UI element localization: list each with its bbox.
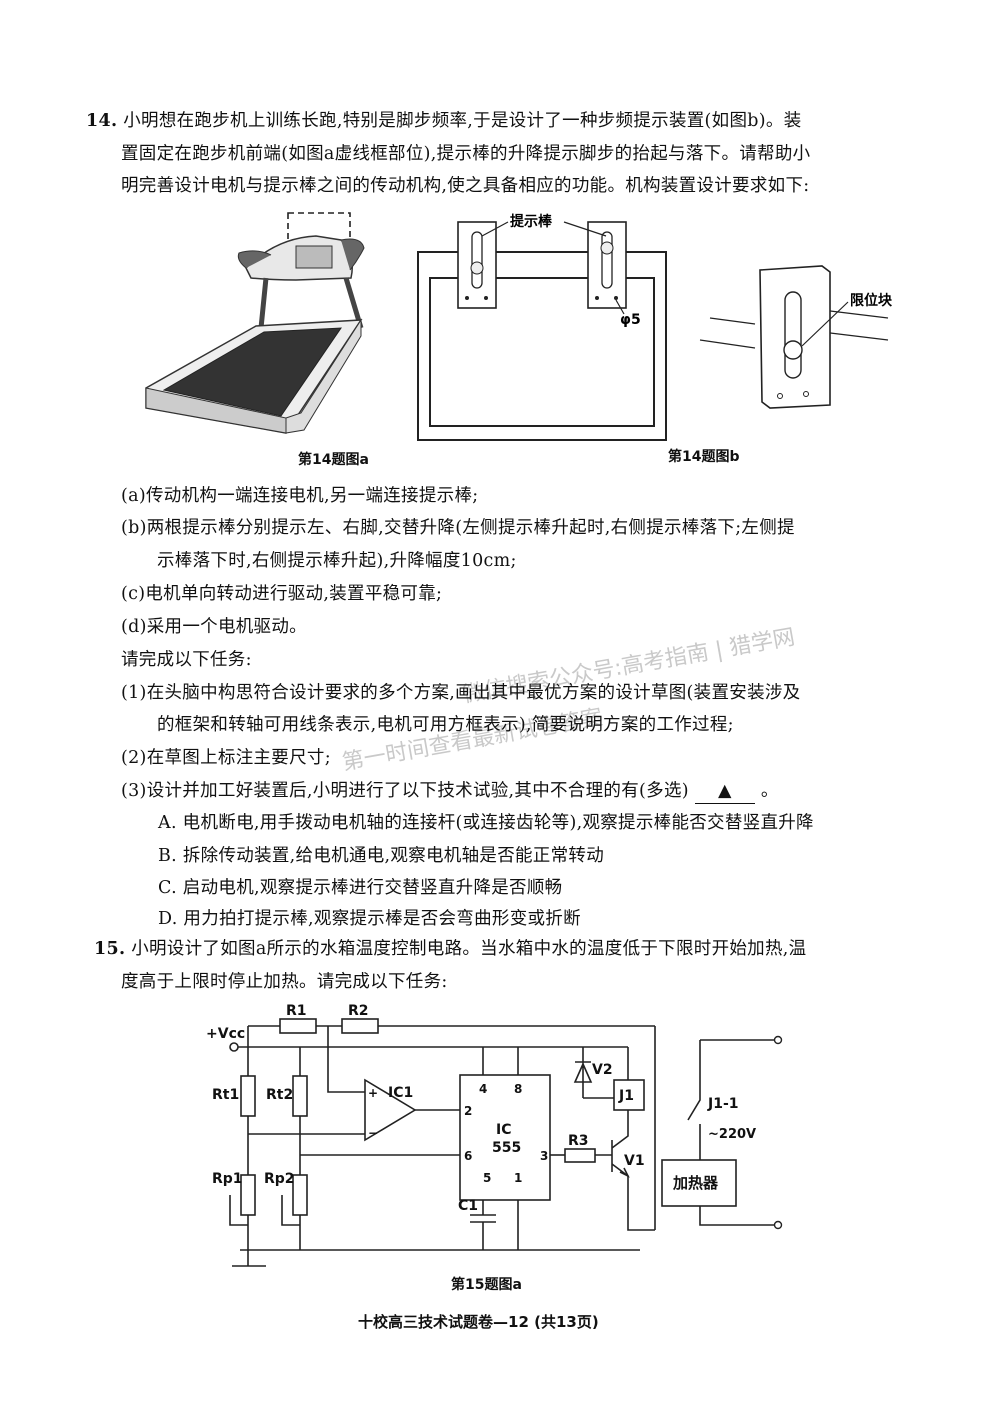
req-b-2: 示棒落下时,右侧提示棒升起),升降幅度10cm; xyxy=(157,551,517,571)
fig14b-caption: 第14题图b xyxy=(668,449,740,465)
pin-4: 4 xyxy=(479,1082,487,1096)
task-3-end: 。 xyxy=(760,781,779,801)
req-c: (c)电机单向转动进行驱动,装置平稳可靠; xyxy=(121,584,443,604)
task-2: (2)在草图上标注主要尺寸; xyxy=(121,748,331,768)
label-phi5: φ5 xyxy=(620,312,641,328)
q14-intro-line-1: 14. 小明想在跑步机上训练长跑,特别是脚步频率,于是设计了一种步频提示装置(如… xyxy=(86,109,802,133)
label-rp2: Rp2 xyxy=(264,1171,295,1187)
label-ic1: IC1 xyxy=(388,1085,413,1101)
label-rp1: Rp1 xyxy=(212,1171,243,1187)
label-j1: J1 xyxy=(618,1088,634,1104)
step-prompt-device-figure: 提示棒 φ5 限位块 xyxy=(417,213,893,441)
page-footer: 十校高三技术试题卷—12 (共13页) xyxy=(358,1313,599,1331)
q14-intro-text-1: 小明想在跑步机上训练长跑,特别是脚步频率,于是设计了一种步频提示装置(如图b)。… xyxy=(123,111,802,131)
label-plus: + xyxy=(368,1086,378,1100)
q15-intro-line-1: 15. 小明设计了如图a所示的水箱温度控制电路。当水箱中水的温度低于下限时开始加… xyxy=(94,937,806,961)
watermark-2: 第一时间查看最新试卷答案 xyxy=(340,705,605,776)
pin-5: 5 xyxy=(483,1171,491,1185)
label-minus: − xyxy=(368,1126,378,1140)
label-r2: R2 xyxy=(348,1003,369,1019)
label-j1-1: J1-1 xyxy=(707,1096,739,1112)
label-heater: 加热器 xyxy=(672,1174,719,1192)
q14-intro-line-2: 置固定在跑步机前端(如图a虚线框部位),提示棒的升降提示脚步的抬起与落下。请帮助… xyxy=(121,144,811,164)
label-ic: IC xyxy=(496,1122,511,1138)
label-stop-block: 限位块 xyxy=(850,292,893,309)
treadmill-figure xyxy=(145,212,365,434)
temperature-control-circuit: +Vcc R1 R2 Rt1 Rt2 Rp1 Rp2 IC1 + − IC 55… xyxy=(206,1003,783,1267)
option-a: A. 电机断电,用手拨动电机轴的连接杆(或连接齿轮等),观察提示棒能否交替竖直升… xyxy=(158,813,814,833)
label-c1: C1 xyxy=(458,1198,478,1214)
task-1-line-2: 的框架和转轴可用线条表示,电机可用方框表示),简要说明方案的工作过程; xyxy=(157,715,734,735)
option-b: B. 拆除传动装置,给电机通电,观察电机轴是否能正常转动 xyxy=(158,846,605,866)
q14-number: 14. xyxy=(86,111,118,131)
fig15a-caption: 第15题图a xyxy=(451,1277,522,1293)
q15-number: 15. xyxy=(94,939,126,959)
q14-intro-line-3: 明完善设计电机与提示棒之间的传动机构,使之具备相应的功能。机构装置设计要求如下: xyxy=(121,176,810,196)
pin-1: 1 xyxy=(514,1171,522,1185)
q15-intro-line-2: 度高于上限时停止加热。请完成以下任务: xyxy=(121,972,448,992)
pin-3: 3 xyxy=(540,1149,548,1163)
task-3-text: (3)设计并加工好装置后,小明进行了以下技术试验,其中不合理的有(多选) xyxy=(121,781,689,801)
q15-intro-text-1: 小明设计了如图a所示的水箱温度控制电路。当水箱中水的温度低于下限时开始加热,温 xyxy=(131,939,807,959)
label-v1: V1 xyxy=(624,1153,645,1169)
task-1-line-1: (1)在头脑中构思符合设计要求的多个方案,画出其中最优方案的设计草图(装置安装涉… xyxy=(121,683,801,703)
label-r1: R1 xyxy=(286,1003,307,1019)
option-c: C. 启动电机,观察提示棒进行交替竖直升降是否顺畅 xyxy=(158,878,563,898)
option-d: D. 用力拍打提示棒,观察提示棒是否会弯曲形变或折断 xyxy=(158,909,581,929)
fig14a-caption: 第14题图a xyxy=(298,452,369,468)
label-v2: V2 xyxy=(592,1062,613,1078)
label-555: 555 xyxy=(492,1140,521,1156)
label-ac-220v: ~220V xyxy=(708,1127,756,1142)
req-d: (d)采用一个电机驱动。 xyxy=(121,617,307,637)
req-b-1: (b)两根提示棒分别提示左、右脚,交替升降(左侧提示棒升起时,右侧提示棒落下;左… xyxy=(121,518,795,538)
label-r3: R3 xyxy=(568,1133,589,1149)
label-vcc: +Vcc xyxy=(206,1026,245,1042)
label-rt2: Rt2 xyxy=(266,1087,293,1103)
pin-8: 8 xyxy=(514,1082,522,1096)
task-3: (3)设计并加工好装置后,小明进行了以下技术试验,其中不合理的有(多选)▲。 xyxy=(121,779,779,804)
pin-6: 6 xyxy=(464,1149,472,1163)
task-intro: 请完成以下任务: xyxy=(121,650,252,670)
label-rod: 提示棒 xyxy=(510,213,553,230)
answer-blank: ▲ xyxy=(694,779,755,804)
pin-2: 2 xyxy=(464,1104,472,1118)
req-a: (a)传动机构一端连接电机,另一端连接提示棒; xyxy=(121,486,479,506)
label-rt1: Rt1 xyxy=(212,1087,239,1103)
